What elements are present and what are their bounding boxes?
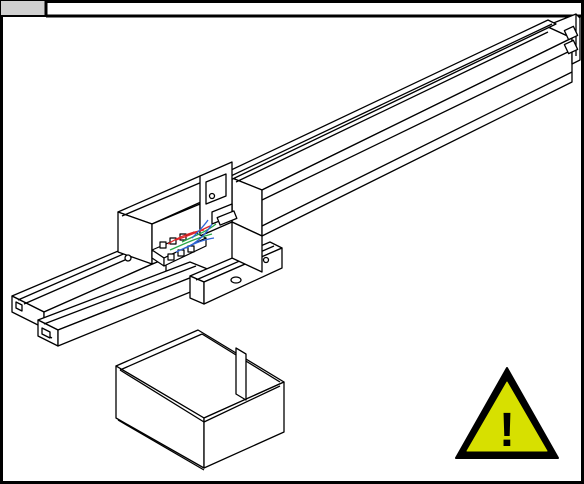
connector-housing <box>117 161 283 305</box>
end-cover <box>115 329 285 471</box>
wires <box>167 219 217 253</box>
step-tab <box>0 0 584 18</box>
warning-triangle-icon: ! <box>455 367 559 459</box>
track-profile-upper <box>209 13 581 237</box>
track-profile-lower <box>11 245 211 347</box>
warning-symbol: ! <box>499 404 515 457</box>
wiring-terminal <box>151 219 217 267</box>
